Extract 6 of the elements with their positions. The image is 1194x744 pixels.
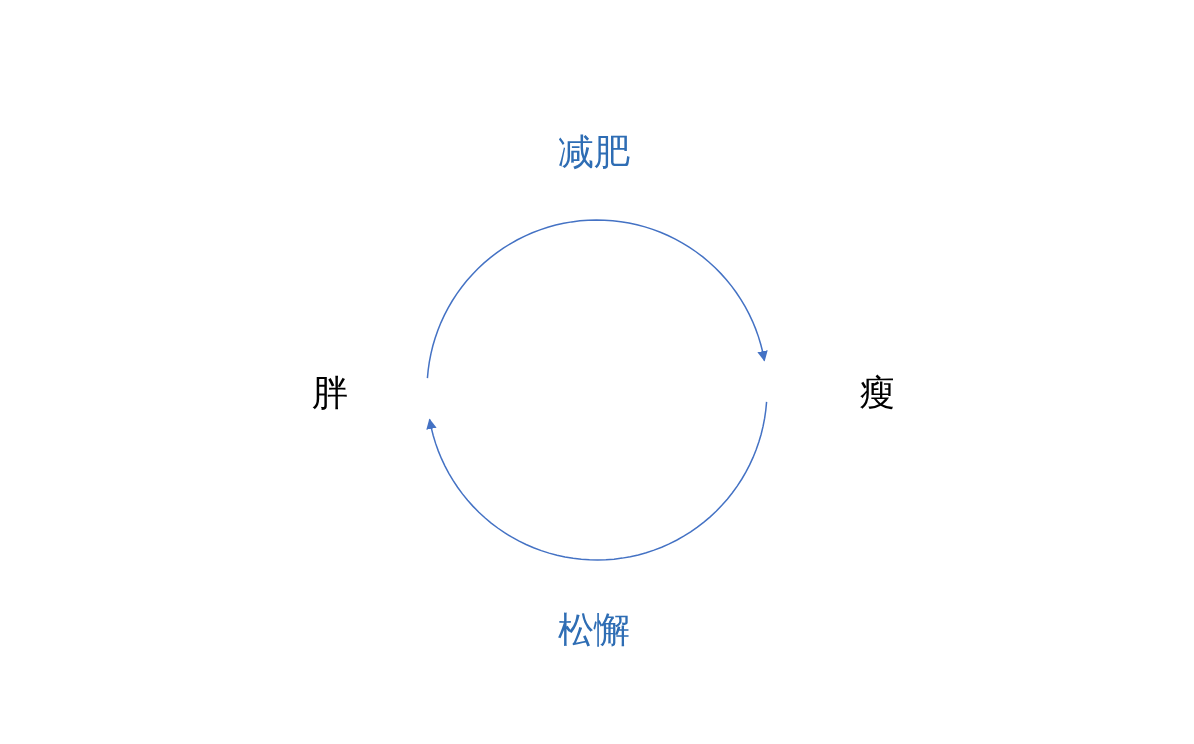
edge-label: 松懈 — [558, 612, 630, 648]
arrow — [426, 401, 768, 561]
arrow — [426, 219, 768, 379]
state-label: 胖 — [312, 361, 444, 425]
state-label: 瘦 — [763, 361, 895, 425]
edge-label: 减肥 — [558, 134, 630, 170]
